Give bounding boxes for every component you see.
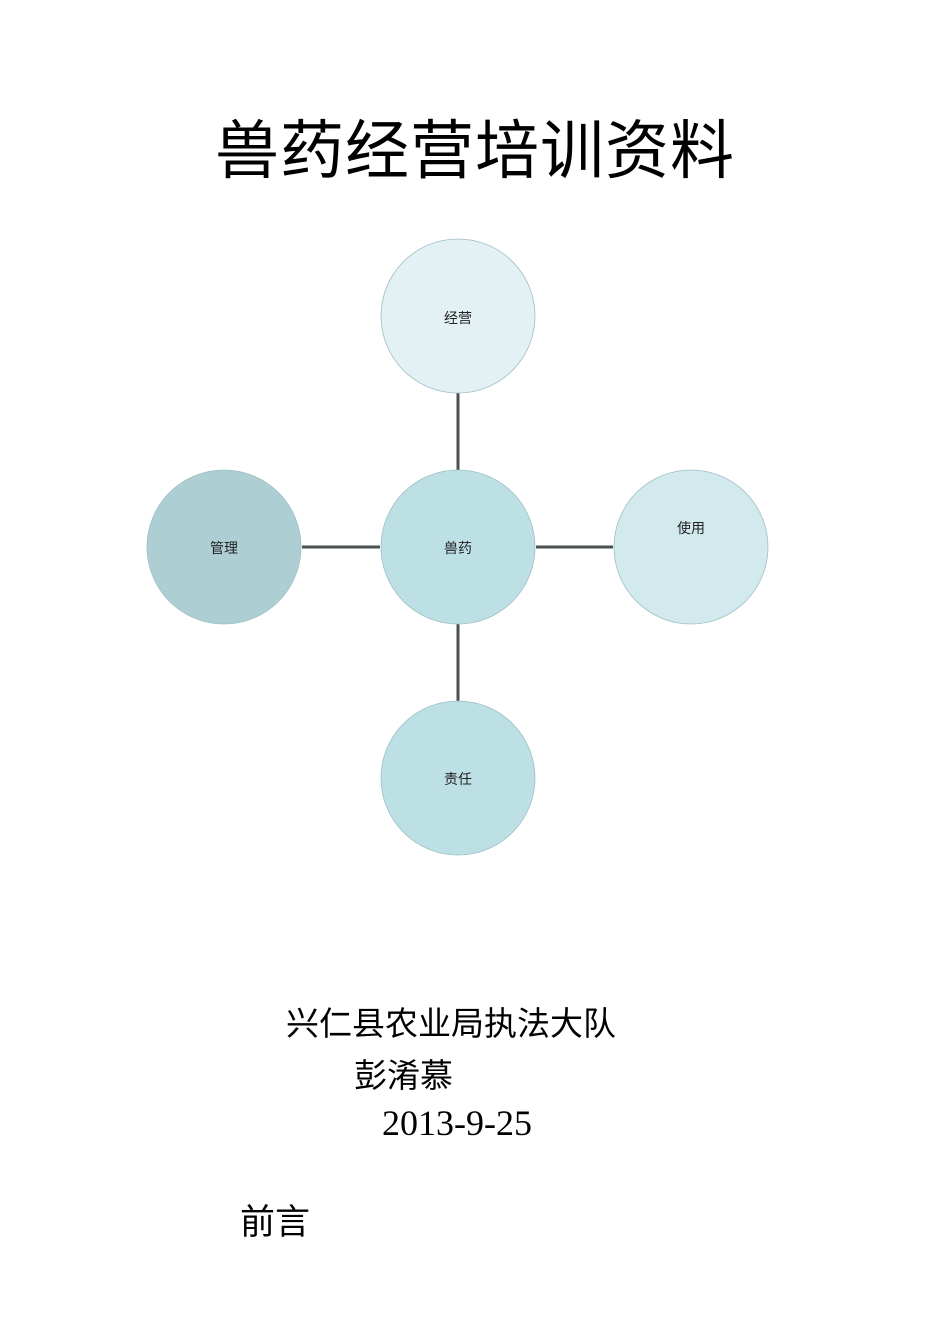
section-heading-preface: 前言 (240, 1203, 311, 1243)
author-name: 彭淆慕 (354, 1056, 453, 1095)
node-right-label: 使用 (677, 520, 705, 537)
organization-name: 兴仁县农业局执法大队 (286, 1004, 616, 1043)
node-top: 经营 (380, 238, 536, 394)
document-date: 2013-9-25 (382, 1103, 532, 1143)
document-title: 兽药经营培训资料 (215, 115, 735, 189)
node-center: 兽药 (380, 469, 536, 625)
node-right: 使用 (613, 469, 769, 625)
radial-diagram: 经营 兽药 管理 使用 责任 (146, 238, 769, 856)
node-bottom: 责任 (380, 700, 536, 856)
node-top-label: 经营 (444, 311, 472, 327)
node-center-label: 兽药 (444, 541, 472, 557)
node-bottom-label: 责任 (444, 772, 472, 788)
node-left: 管理 (146, 469, 302, 625)
node-left-label: 管理 (210, 541, 238, 557)
